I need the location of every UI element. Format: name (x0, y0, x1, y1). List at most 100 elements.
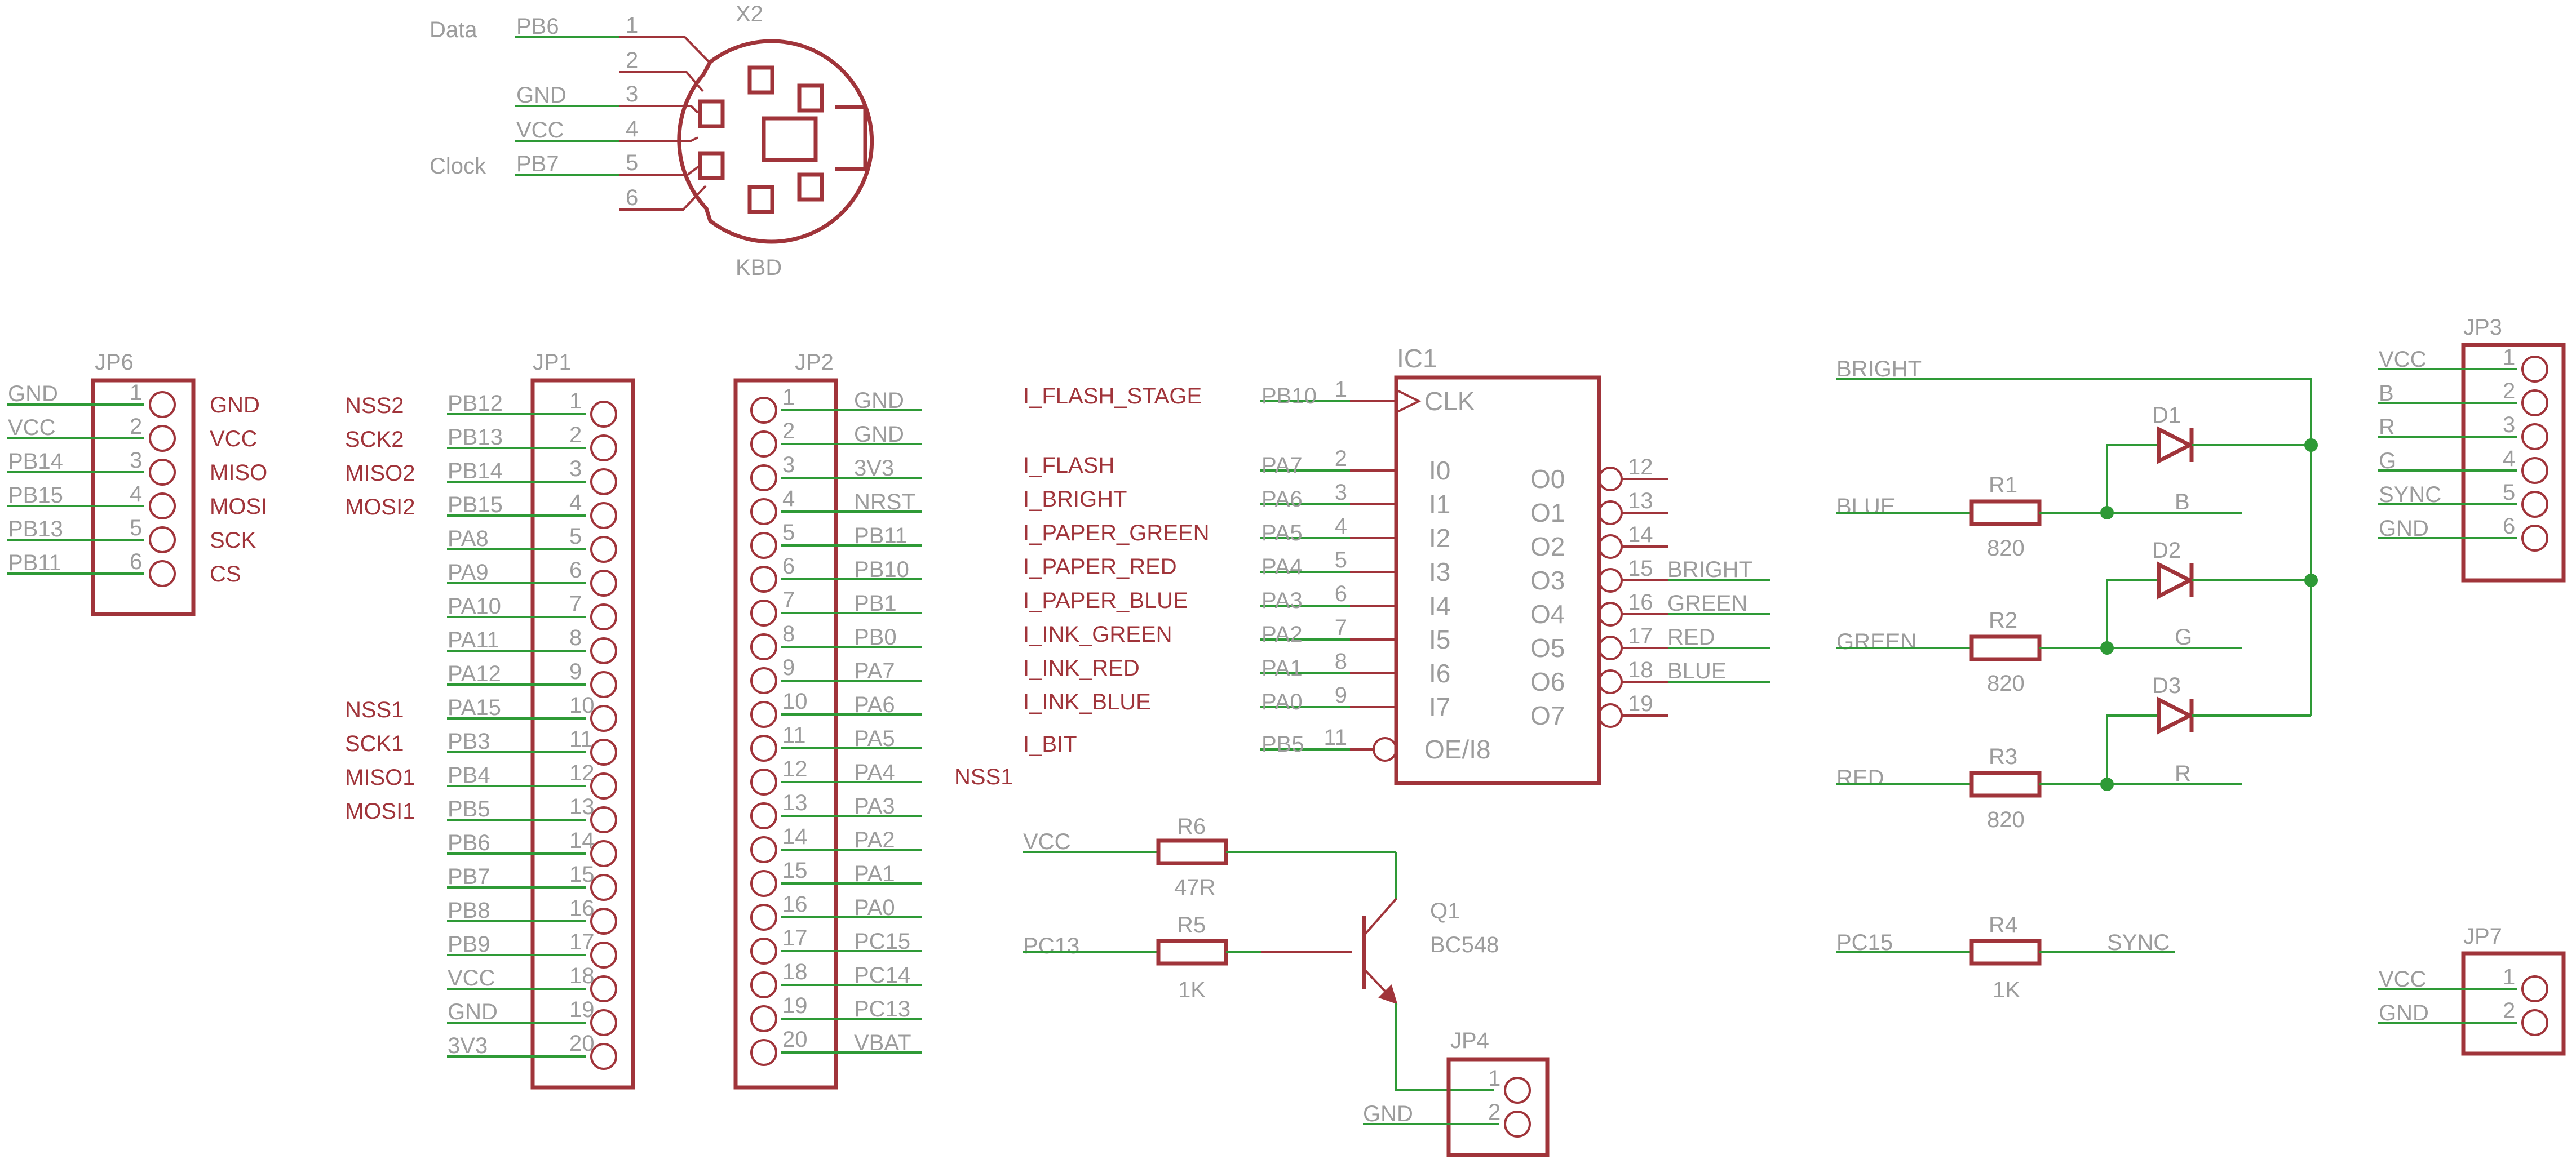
jp2-pin-circle (750, 971, 777, 998)
ic1-pin-number: 4 (1335, 514, 1347, 539)
rgb-net-label: BLUE (1836, 494, 1896, 519)
diode-triangle (2157, 696, 2194, 735)
kbd-pin-number: 5 (626, 150, 638, 175)
ic1-output-bubble (1598, 568, 1623, 593)
jp1-pin-number: 15 (569, 862, 595, 887)
jp2-pin-circle (750, 701, 777, 728)
wire (1395, 1003, 1494, 1091)
ic1-pin-name: I4 (1429, 591, 1450, 620)
kbd-net-label: PB7 (516, 152, 559, 176)
jp3-pin-number: 1 (2503, 345, 2515, 370)
jp2-net-label: PB11 (854, 523, 908, 548)
ic1-net-label: PA7 (1262, 453, 1303, 478)
jp1-pin-number: 3 (569, 456, 582, 481)
jp2-net-label: PA5 (854, 726, 895, 751)
ic1-pin-number: 16 (1628, 590, 1653, 615)
ic1-net-label: GREEN (1667, 591, 1747, 616)
kbd-net-label: VCC (516, 118, 564, 143)
jp1-net-label: PA15 (448, 695, 501, 720)
jp3-pin-number: 3 (2503, 412, 2515, 437)
ic1-pin-number: 9 (1335, 683, 1347, 708)
jp1-pin-number: 11 (569, 727, 593, 752)
kbd-pin-number: 4 (626, 117, 638, 141)
jp2-pin-circle (750, 836, 777, 863)
jp2-net-label: PA0 (854, 895, 895, 920)
kbd-pin-pad (698, 151, 725, 180)
ic1-signal-label: I_PAPER_GREEN (1023, 521, 1210, 545)
jp2-pin-circle (750, 938, 777, 965)
r6-net-label: VCC (1023, 829, 1070, 854)
jp3-pin-circle (2521, 525, 2548, 552)
r5-value-label: 1K (1178, 978, 1206, 1002)
ic1-net-label: PA3 (1262, 588, 1303, 613)
jp1-pin-number: 20 (569, 1031, 595, 1056)
jp6-net-label: PB13 (8, 517, 63, 541)
jp2-pin-number: 5 (782, 520, 795, 545)
jp2-pin-circle (750, 1005, 777, 1032)
r4-value-label: 1K (1993, 978, 2020, 1002)
jp1-net-label: PA10 (448, 594, 501, 619)
jp1-pin-number: 8 (569, 625, 582, 650)
wire (2106, 714, 2159, 784)
jp7-pin-circle (2521, 1009, 2548, 1036)
kbd-name-label: KBD (736, 255, 782, 280)
junction-dot (2100, 778, 2114, 791)
ic1-pin-number: 14 (1628, 522, 1653, 547)
jp1-pin-circle (590, 705, 617, 732)
jp3-pin-number: 2 (2503, 379, 2515, 403)
jp1-function-label: NSS1 (345, 698, 404, 722)
ic1-output-bubble (1598, 669, 1623, 694)
kbd-center-pad (762, 116, 818, 162)
r4-out-net-label: SYNC (2107, 930, 2170, 955)
diode-triangle (2157, 561, 2194, 600)
kbd-pin-lead (619, 163, 702, 176)
ic1-invert-bubble (1373, 737, 1397, 762)
jp1-ref-label: JP1 (533, 350, 572, 375)
ic1-signal-label: I_INK_BLUE (1023, 690, 1151, 714)
ic1-net-label: PA4 (1262, 554, 1303, 579)
jp3-net-label: VCC (2379, 347, 2426, 372)
jp1-net-label: PA8 (448, 526, 489, 551)
jp3-net-label: SYNC (2379, 482, 2441, 507)
jp2-net-label: PC14 (854, 963, 910, 988)
jp1-pin-number: 5 (569, 524, 582, 549)
header-jp1: JP11PB12NSS22PB13SCK23PB14MISO24PB15MOSI… (345, 350, 635, 1090)
ic1-signal-label: I_FLASH_STAGE (1023, 384, 1202, 408)
jp6-function-label: SCK (210, 528, 256, 553)
jp3-pin-circle (2521, 491, 2548, 518)
jp2-pin-number: 19 (782, 993, 808, 1018)
jp1-net-label: PB6 (448, 831, 490, 855)
rgb-resistor-body (1969, 771, 2042, 798)
jp2-pin-number: 16 (782, 892, 808, 917)
wire (2106, 579, 2159, 648)
jp7-net-label: VCC (2379, 967, 2426, 992)
jp1-pin-number: 10 (569, 693, 595, 718)
jp6-pin-number: 1 (130, 380, 142, 405)
jp1-pin-number: 19 (569, 997, 595, 1022)
jp2-pin-number: 14 (782, 824, 808, 849)
jp2-pin-number: 15 (782, 858, 808, 883)
jp7-ref-label: JP7 (2463, 924, 2502, 949)
jp2-pin-number: 13 (782, 791, 808, 815)
jp2-pin-circle (750, 769, 777, 796)
jp6-pin-circle (149, 425, 176, 452)
jp1-pin-circle (590, 840, 617, 867)
jp1-pin-number: 9 (569, 659, 582, 684)
jp2-pin-circle (750, 1039, 777, 1066)
jp6-pin-number: 2 (130, 414, 142, 439)
jp1-pin-circle (590, 603, 617, 630)
kbd-pin-number: 3 (626, 82, 638, 106)
jp1-pin-circle (590, 908, 617, 935)
jp3-pin-circle (2521, 423, 2548, 450)
jp6-function-label: CS (210, 562, 241, 587)
ic1-net-label: PA6 (1262, 487, 1303, 512)
jp1-net-label: PB9 (448, 932, 490, 957)
jp6-pin-circle (149, 391, 176, 418)
jp6-net-label: VCC (8, 415, 55, 440)
kbd-pin-lead (619, 136, 698, 142)
jp1-pin-circle (590, 772, 617, 800)
rgb-diode-network: BRIGHTBLUER1820BD1GREENR2820GD2REDR3820R… (1836, 357, 2318, 1002)
kbd-pin-pad (797, 83, 824, 113)
